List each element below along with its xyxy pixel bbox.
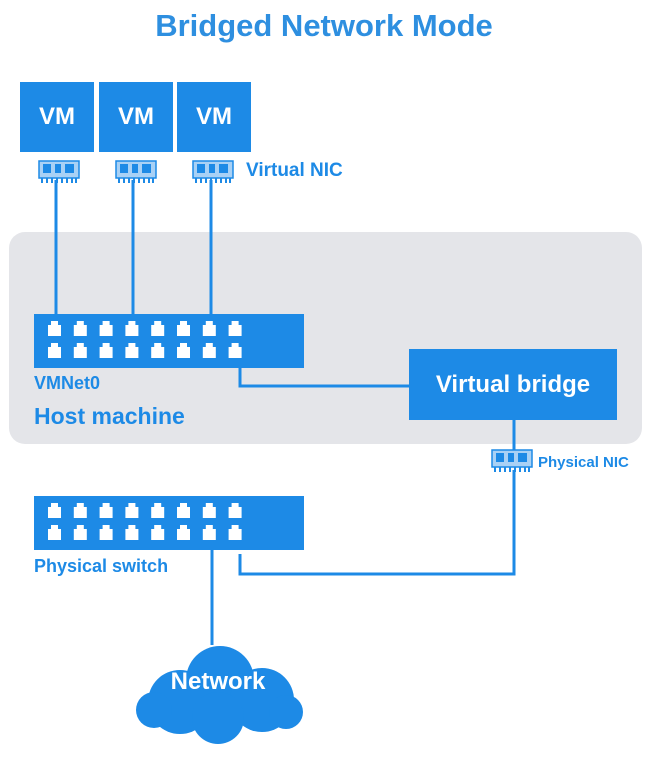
ethernet-port-icon [202,525,216,540]
ethernet-port-icon [48,525,61,540]
ethernet-port-icon [125,503,139,518]
vm-box-1: VM [20,82,94,152]
ethernet-port-icon [99,343,113,358]
ethernet-port-icon [48,343,61,358]
ethernet-port-icon [73,503,87,518]
diagram-title: Bridged Network Mode [155,8,493,43]
ethernet-port-icon [202,343,216,358]
vmnet-label: VMNet0 [34,373,101,393]
ethernet-port-icon [99,525,113,540]
nic-switch-link [238,470,516,576]
ethernet-port-icon [125,321,139,336]
ethernet-port-icon [202,503,216,518]
ethernet-port-icon [177,321,190,336]
network-card-icon [491,449,533,472]
ethernet-port-icon [99,503,113,518]
ethernet-port-icon [177,525,190,540]
ethernet-port-icon [48,503,61,518]
switch-ports [48,321,242,358]
ethernet-port-icon [202,321,216,336]
network-card-icon [115,160,157,183]
physical-switch-label: Physical switch [34,556,169,576]
vmnet-bridge-link [238,368,409,388]
vmnet-switch [34,314,304,368]
ethernet-port-icon [73,321,87,336]
ethernet-port-icon [228,343,242,358]
ethernet-port-icon [151,343,165,358]
ethernet-port-icon [228,525,242,540]
ethernet-port-icon [151,525,165,540]
ethernet-port-icon [151,503,165,518]
ethernet-port-icon [99,321,113,336]
virtual-bridge-box: Virtual bridge [409,349,617,420]
ethernet-port-icon [177,343,190,358]
ethernet-port-icon [125,343,139,358]
switch-ports [48,503,242,540]
ethernet-port-icon [177,503,190,518]
network-card-icon [38,160,80,183]
ethernet-port-icon [151,321,165,336]
vm-box-2: VM [99,82,173,152]
ethernet-port-icon [125,525,139,540]
ethernet-port-icon [73,525,87,540]
network-card-icon [192,160,234,183]
cloud-icon [136,646,303,744]
ethernet-port-icon [73,343,87,358]
network-label: Network [170,668,266,695]
vm-box-3: VM [177,82,251,152]
ethernet-port-icon [48,321,61,336]
ethernet-port-icon [228,321,242,336]
ethernet-port-icon [228,503,242,518]
host-machine-label: Host machine [34,403,185,429]
virtual-nic-label: Virtual NIC [246,160,343,181]
physical-nic-label: Physical NIC [538,454,629,471]
physical-switch [34,496,304,550]
